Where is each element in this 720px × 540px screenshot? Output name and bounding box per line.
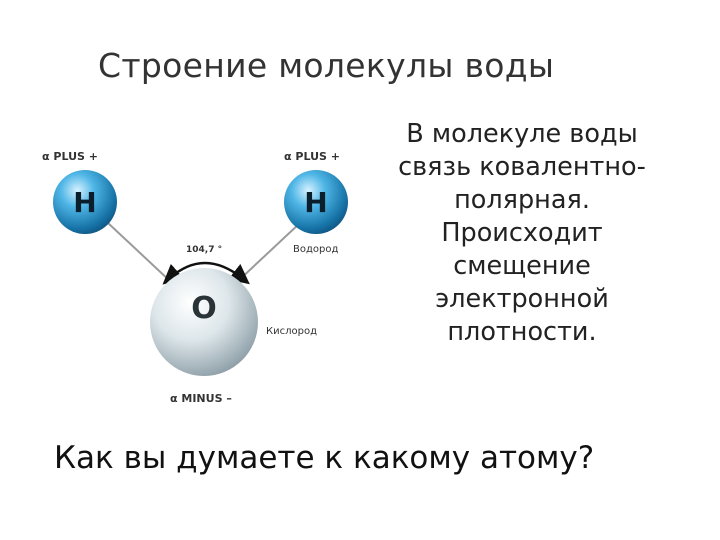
question-text: Как вы думаете к какому атому? (54, 440, 595, 476)
hydrogen-left-symbol: H (73, 186, 96, 219)
hydrogen-right-symbol: H (304, 186, 327, 219)
oxygen-charge-label: α MINUS – (170, 392, 232, 405)
explanation-line: электронной (435, 284, 609, 314)
explanation-line: В молекуле воды (406, 119, 638, 149)
slide-title: Строение молекулы воды (98, 46, 555, 85)
hydrogen-left-charge-label: α PLUS + (42, 150, 98, 163)
bond-angle-arc (162, 261, 250, 285)
explanation-line: плотности. (447, 317, 597, 347)
explanation-text: В молекуле воды связь ковалентно- полярн… (372, 118, 672, 349)
bond-angle-label: 104,7 ° (186, 245, 222, 255)
explanation-line: полярная. (454, 185, 590, 215)
hydrogen-atom-right: H (284, 170, 348, 234)
hydrogen-atom-left: H (53, 170, 117, 234)
molecule-svg: H α PLUS + H α PLUS + Водород 104,7 ° O … (42, 150, 348, 405)
oxygen-atom: O (150, 268, 258, 376)
oxygen-symbol: O (191, 291, 217, 326)
oxygen-name-label: Кислород (266, 326, 317, 337)
explanation-line: смещение (453, 251, 591, 281)
explanation-line: Происходит (441, 218, 603, 248)
hydrogen-name-label: Водород (293, 244, 338, 255)
water-molecule-diagram: H α PLUS + H α PLUS + Водород 104,7 ° O … (40, 126, 358, 416)
hydrogen-right-charge-label: α PLUS + (284, 150, 340, 163)
explanation-line: связь ковалентно- (398, 152, 646, 182)
